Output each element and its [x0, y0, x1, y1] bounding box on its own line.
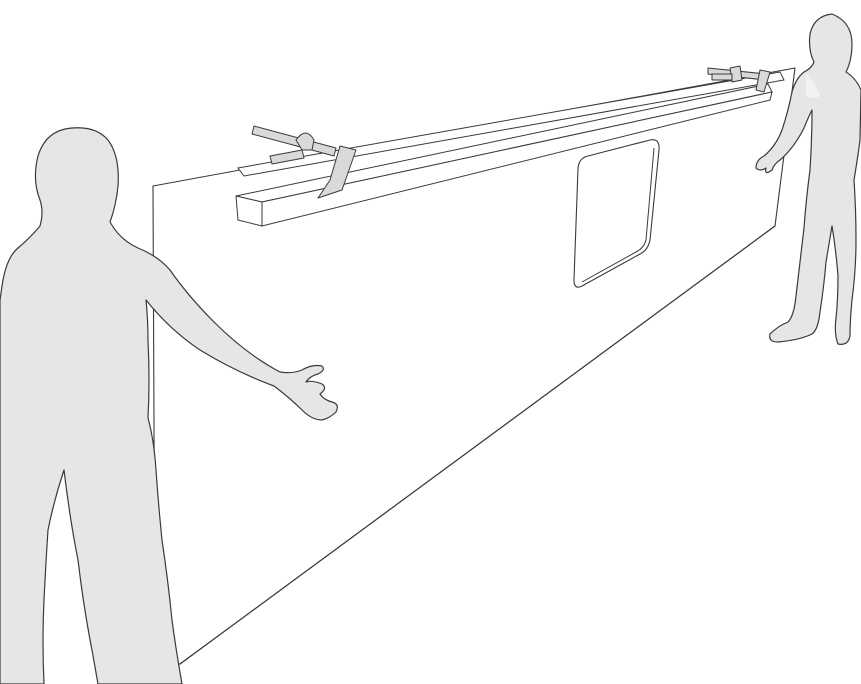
far-person-silhouette-icon [755, 13, 861, 345]
far-person [755, 13, 861, 345]
clamp-right-jaw [755, 69, 771, 93]
clamp-left-hook [295, 132, 315, 151]
window-inner-edge [581, 147, 655, 283]
window-frame [573, 139, 660, 288]
clamp-left-pad [269, 149, 305, 165]
near-person [0, 127, 338, 684]
straightedge-board [235, 71, 785, 227]
panel-bottom-edge [179, 225, 776, 665]
far-person-shoulder-highlight [806, 74, 820, 98]
clamp-right [707, 65, 771, 93]
window-opening [573, 139, 660, 288]
near-person-silhouette-icon [0, 127, 338, 684]
clamp-left [251, 125, 357, 199]
board-rail [237, 71, 785, 177]
clamp-right-pad [711, 73, 733, 81]
clamp-left-jaw [317, 145, 357, 199]
board-end [235, 195, 263, 227]
